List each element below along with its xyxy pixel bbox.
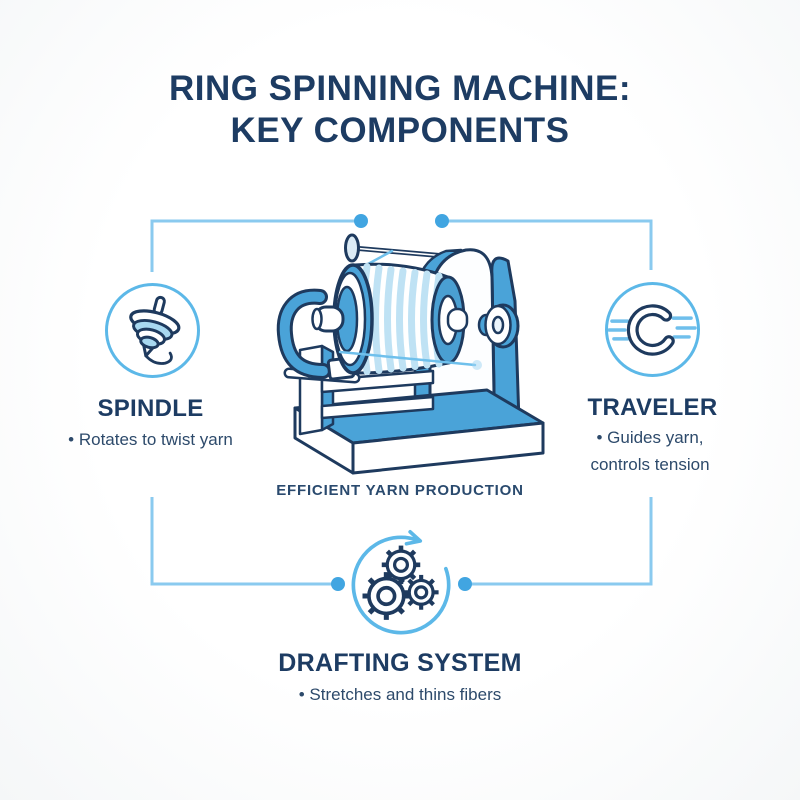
traveler-description-line-2: controls tension [590, 455, 710, 474]
traveler-icon-circle [605, 282, 700, 377]
traveler-hook-icon [608, 303, 697, 356]
spindle-description: • Rotates to twist yarn [68, 430, 233, 449]
connector-dot-bottom-right [458, 577, 472, 591]
connector-top-left [150, 219, 357, 272]
drafting-system-icon-circle [346, 530, 456, 640]
gears-cycle-icon [351, 530, 451, 635]
cycle-arrowhead [404, 530, 423, 546]
title-line-2: KEY COMPONENTS [230, 111, 570, 150]
connector-dot-top-right [435, 214, 449, 228]
connector-dot-bottom-left [331, 577, 345, 591]
connector-bottom-left [150, 497, 334, 586]
drafting-system-description: • Stretches and thins fibers [298, 685, 502, 704]
traveler-description-line-1: • Guides yarn, [596, 428, 704, 447]
connector-bottom-right [469, 497, 653, 586]
spinning-top-icon [129, 295, 181, 365]
machine-caption: EFFICIENT YARN PRODUCTION [276, 482, 524, 499]
traveler-description: • Guides yarn, controls tension [520, 424, 780, 478]
title-line-1: RING SPINNING MACHINE: [168, 69, 632, 108]
connector-dot-top-left [354, 214, 368, 228]
drafting-system-label: DRAFTING SYSTEM [278, 649, 522, 677]
connector-top-right [446, 219, 653, 270]
traveler-label: TRAVELER [587, 394, 718, 421]
page-title: RING SPINNING MACHINE: KEY COMPONENTS [0, 68, 800, 152]
spindle-label: SPINDLE [97, 395, 204, 422]
spindle-icon-circle [105, 283, 200, 378]
ring-spinning-machine-illustration [276, 233, 545, 475]
